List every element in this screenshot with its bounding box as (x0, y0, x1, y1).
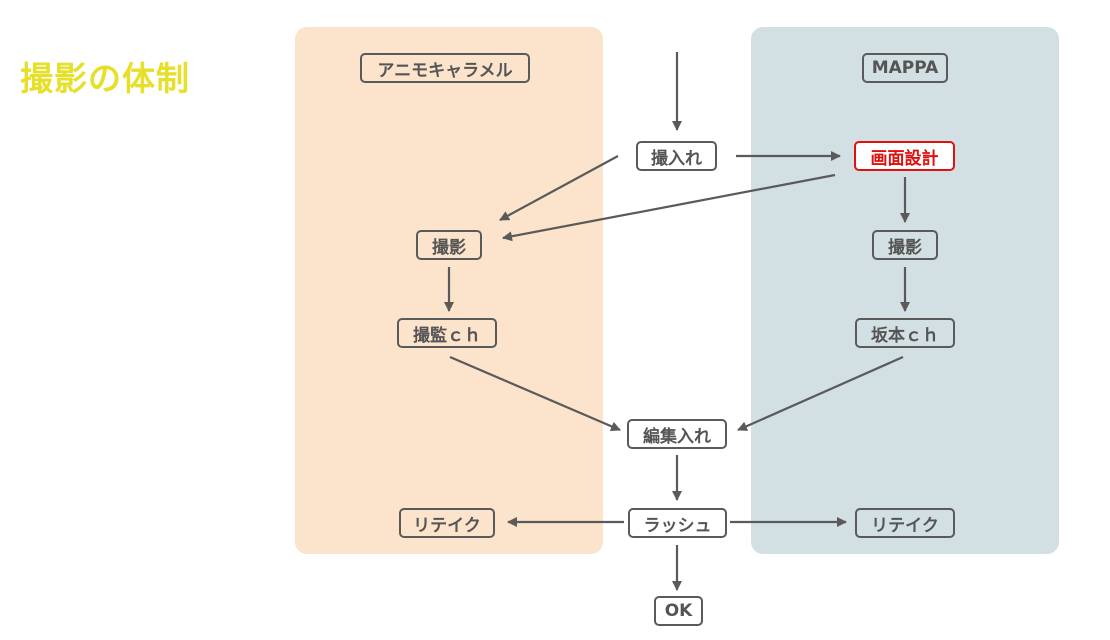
node-check-right: 坂本ｃｈ (855, 318, 955, 348)
node-retake-right: リテイク (855, 508, 955, 538)
node-intake: 撮入れ (636, 141, 717, 171)
arrow-check-right-to-edit (737, 355, 904, 432)
node-ok: OK (654, 596, 703, 626)
node-edit-intake: 編集入れ (627, 419, 727, 449)
node-screen-design: 画面設計 (854, 141, 955, 171)
node-rush: ラッシュ (628, 508, 727, 538)
node-shoot-right: 撮影 (872, 230, 938, 260)
label-animocaramel: アニモキャラメル (360, 53, 530, 83)
label-mappa: MAPPA (862, 53, 948, 83)
arrow-design-to-shoot-left (502, 173, 836, 242)
arrow-check-left-to-edit (449, 355, 621, 432)
node-retake-left: リテイク (399, 508, 495, 538)
page-title: 撮影の体制 (20, 59, 190, 98)
node-shoot-left: 撮影 (416, 230, 482, 260)
node-check-left: 撮監ｃｈ (397, 318, 497, 348)
arrow-intake-to-shoot-left (499, 155, 619, 221)
